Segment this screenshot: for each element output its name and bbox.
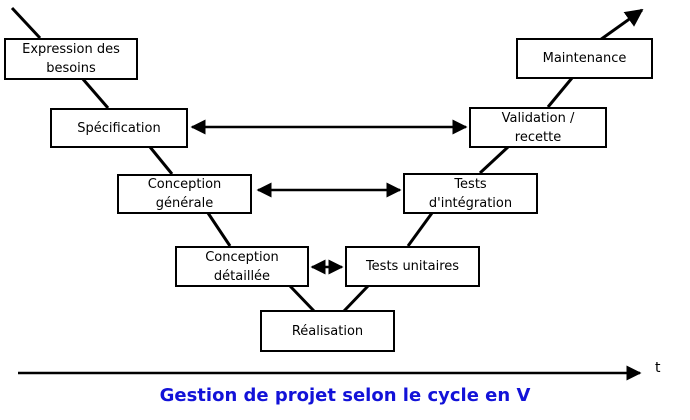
v-line-left-1 bbox=[80, 77, 110, 109]
box-realisation-label: Réalisation bbox=[291, 323, 364, 339]
v-line-right-2 bbox=[406, 212, 434, 247]
v-line-left-top bbox=[10, 6, 42, 40]
box-validation-recette: Validation / recette bbox=[469, 107, 607, 148]
v-line-right-4 bbox=[546, 77, 574, 108]
box-expression-besoins: Expression des besoins bbox=[4, 38, 138, 80]
v-exit-arrow bbox=[599, 8, 644, 42]
box-tests-unitaires: Tests unitaires bbox=[345, 246, 480, 287]
v-line-left-4 bbox=[288, 284, 316, 313]
box-expression-besoins-label: Expression des besoins bbox=[22, 42, 120, 76]
box-tests-integration: Tests d'intégration bbox=[403, 173, 538, 214]
box-conception-detaillee-label: Conception détaillée bbox=[205, 249, 279, 284]
box-maintenance: Maintenance bbox=[516, 38, 653, 79]
box-specification: Spécification bbox=[50, 108, 188, 148]
time-axis-label: t bbox=[655, 360, 661, 376]
box-conception-detaillee: Conception détaillée bbox=[175, 246, 309, 287]
v-line-left-3 bbox=[206, 212, 232, 247]
box-tests-unitaires-label: Tests unitaires bbox=[365, 259, 460, 274]
box-validation-recette-label: Validation / recette bbox=[501, 110, 575, 145]
v-line-right-3 bbox=[478, 145, 510, 175]
box-conception-generale-label: Conception générale bbox=[147, 177, 222, 211]
diagram-caption: Gestion de projet selon le cycle en V bbox=[159, 385, 531, 406]
v-line-left-2 bbox=[148, 146, 174, 175]
box-tests-integration-label: Tests d'intégration bbox=[428, 176, 513, 211]
box-realisation: Réalisation bbox=[260, 310, 395, 352]
box-conception-generale: Conception générale bbox=[117, 174, 252, 214]
box-specification-label: Spécification bbox=[77, 120, 161, 136]
v-line-right-1 bbox=[342, 284, 370, 313]
box-maintenance-label: Maintenance bbox=[542, 51, 627, 66]
